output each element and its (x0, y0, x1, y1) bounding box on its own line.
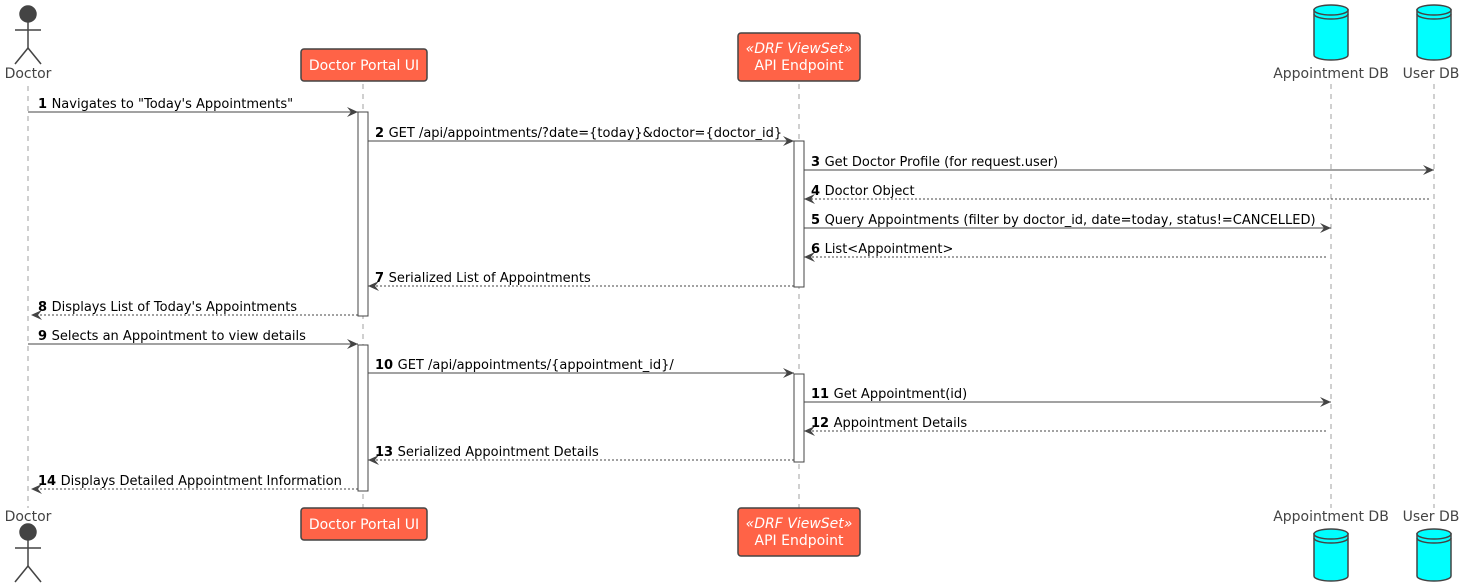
message-number: 6 (811, 242, 825, 257)
participant-api-top: «DRF ViewSet» API Endpoint (737, 32, 861, 82)
message-10: 10 GET /api/appointments/{appointment_id… (368, 358, 794, 378)
message-text: Appointment Details (834, 416, 968, 431)
message-4: 4 Doctor Object (804, 184, 1429, 204)
participant-box (737, 32, 861, 82)
message-number: 10 (375, 358, 398, 373)
activation-api-2 (793, 373, 805, 463)
message-text: Query Appointments (filter by doctor_id,… (825, 213, 1316, 228)
message-number: 4 (811, 184, 825, 199)
message-8: 8 Displays List of Today's Appointments (31, 300, 358, 320)
message-number: 5 (811, 213, 825, 228)
participant-label: Appointment DB (1273, 66, 1389, 82)
participant-appointment-db-bottom: Appointment DB (1273, 509, 1389, 582)
participant-doctor-top: Doctor (5, 5, 52, 82)
message-text: Get Appointment(id) (834, 387, 968, 402)
message-2: 2 GET /api/appointments/?date={today}&do… (368, 126, 794, 146)
participant-user-db-bottom: User DB (1403, 509, 1460, 582)
message-number: 1 (38, 97, 52, 112)
lifelines (27, 84, 1435, 508)
message-label: 14 Displays Detailed Appointment Informa… (38, 474, 342, 489)
message-label: 3 Get Doctor Profile (for request.user) (811, 155, 1058, 170)
actor-icon (14, 5, 42, 65)
participant-label: Appointment DB (1273, 509, 1389, 525)
participant-label: Doctor Portal UI (309, 58, 419, 74)
participant-label: Doctor Portal UI (309, 517, 419, 533)
message-text: Get Doctor Profile (for request.user) (825, 155, 1059, 170)
message-label: 12 Appointment Details (811, 416, 967, 431)
activations (357, 111, 805, 492)
participant-label: User DB (1403, 66, 1460, 82)
database-icon (1313, 4, 1349, 61)
message-text: GET /api/appointments/{appointment_id}/ (398, 358, 675, 373)
activation-portal-2 (357, 344, 369, 492)
message-number: 14 (38, 474, 61, 489)
message-label: 13 Serialized Appointment Details (375, 445, 599, 460)
message-label: 1 Navigates to "Today's Appointments" (38, 97, 293, 112)
message-label: 6 List<Appointment> (811, 242, 953, 257)
message-12: 12 Appointment Details (804, 416, 1326, 436)
message-number: 2 (375, 126, 389, 141)
participant-api-bottom: «DRF ViewSet» API Endpoint (737, 507, 861, 557)
message-text: Selects an Appointment to view details (52, 329, 307, 344)
message-number: 9 (38, 329, 52, 344)
message-label: 4 Doctor Object (811, 184, 915, 199)
message-text: Serialized Appointment Details (398, 445, 599, 460)
participant-label: API Endpoint (755, 533, 844, 549)
messages: 1 Navigates to "Today's Appointments" 2 G… (28, 97, 1434, 494)
participant-portal-top: Doctor Portal UI (300, 48, 428, 82)
message-9: 9 Selects an Appointment to view details (28, 329, 358, 349)
activation-api-1 (793, 140, 805, 288)
message-13: 13 Serialized Appointment Details (368, 445, 794, 465)
participant-label: Doctor (5, 509, 52, 525)
message-text: Displays Detailed Appointment Informatio… (61, 474, 342, 489)
participant-user-db-top: User DB (1403, 4, 1460, 82)
message-number: 3 (811, 155, 825, 170)
participant-label: User DB (1403, 509, 1460, 525)
participant-stereotype: «DRF ViewSet» (746, 516, 853, 532)
participant-box (300, 48, 428, 82)
message-label: 10 GET /api/appointments/{appointment_id… (375, 358, 674, 373)
message-14: 14 Displays Detailed Appointment Informa… (31, 474, 358, 494)
message-label: 9 Selects an Appointment to view details (38, 329, 306, 344)
actor-icon (14, 523, 42, 583)
participant-doctor-bottom: Doctor (5, 509, 52, 583)
participant-label: Doctor (5, 66, 52, 82)
database-icon (1416, 528, 1452, 582)
message-text: Navigates to "Today's Appointments" (52, 97, 294, 112)
message-text: Displays List of Today's Appointments (52, 300, 298, 315)
message-number: 8 (38, 300, 52, 315)
message-number: 12 (811, 416, 834, 431)
message-number: 7 (375, 271, 389, 286)
message-5: 5 Query Appointments (filter by doctor_i… (804, 213, 1331, 233)
message-label: 11 Get Appointment(id) (811, 387, 967, 402)
participant-box (737, 507, 861, 557)
message-6: 6 List<Appointment> (804, 242, 1326, 262)
message-text: GET /api/appointments/?date={today}&doct… (389, 126, 783, 141)
message-11: 11 Get Appointment(id) (804, 387, 1331, 407)
message-text: List<Appointment> (825, 242, 954, 257)
message-label: 5 Query Appointments (filter by doctor_i… (811, 213, 1316, 228)
message-text: Doctor Object (825, 184, 915, 199)
message-7: 7 Serialized List of Appointments (368, 271, 794, 291)
participant-box (300, 507, 428, 541)
participant-label: API Endpoint (755, 58, 844, 74)
participant-portal-bottom: Doctor Portal UI (300, 507, 428, 541)
activation-portal-1 (357, 111, 369, 317)
message-text: Serialized List of Appointments (389, 271, 591, 286)
participant-appointment-db-top: Appointment DB (1273, 4, 1389, 82)
message-label: 8 Displays List of Today's Appointments (38, 300, 297, 315)
message-label: 7 Serialized List of Appointments (375, 271, 591, 286)
message-label: 2 GET /api/appointments/?date={today}&do… (375, 126, 782, 141)
participant-stereotype: «DRF ViewSet» (746, 41, 853, 57)
database-icon (1313, 528, 1349, 582)
message-number: 13 (375, 445, 398, 460)
message-3: 3 Get Doctor Profile (for request.user) (804, 155, 1434, 175)
database-icon (1416, 4, 1452, 61)
message-number: 11 (811, 387, 834, 402)
message-1: 1 Navigates to "Today's Appointments" (28, 97, 358, 117)
